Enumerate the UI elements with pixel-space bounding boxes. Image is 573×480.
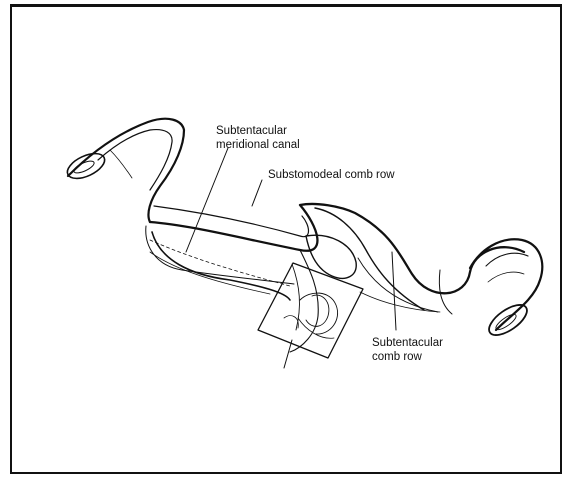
label-substomodeal-comb-row: Substomodeal comb row <box>268 168 395 182</box>
label-subtentacular-comb-row: Subtentacular comb row <box>372 336 443 364</box>
ribbon-body <box>146 204 524 314</box>
right-curled-tip <box>470 239 542 340</box>
leader-inset <box>284 340 292 368</box>
label-subtentacular-canal: Subtentacular meridional canal <box>216 124 300 152</box>
label-line-1: Subtentacular <box>216 124 300 138</box>
label-line-2: meridional canal <box>216 138 300 152</box>
label-line-1: Subtentacular <box>372 336 443 350</box>
leader-subtentacular-canal <box>186 148 228 252</box>
left-curled-tip <box>64 119 184 222</box>
label-line-2: comb row <box>372 350 443 364</box>
leader-substomodeal-comb-row <box>252 180 262 206</box>
leader-subtentacular-comb-row <box>392 252 396 330</box>
